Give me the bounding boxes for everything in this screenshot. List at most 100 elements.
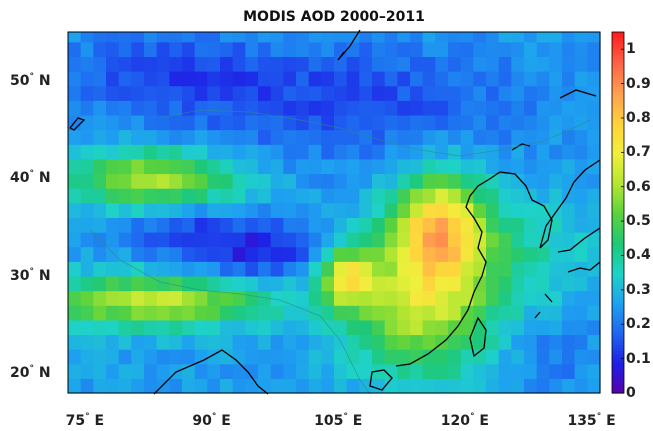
aod-cell [131, 202, 145, 218]
aod-cell [334, 232, 348, 248]
aod-cell [498, 188, 512, 204]
aod-cell [93, 334, 107, 350]
aod-cell [80, 217, 94, 233]
aod-cell [511, 188, 525, 204]
colorbar-segment [612, 179, 624, 184]
aod-cell [359, 100, 373, 116]
aod-cell [422, 334, 436, 350]
aod-cell [498, 305, 512, 321]
aod-cell [334, 144, 348, 160]
aod-cell [536, 202, 550, 218]
aod-cell [334, 290, 348, 306]
aod-cell [258, 144, 272, 160]
aod-cell [435, 275, 449, 292]
aod-cell [296, 319, 310, 336]
aod-cell [422, 378, 436, 394]
aod-cell [207, 56, 221, 72]
aod-cell [359, 349, 373, 365]
aod-cell [308, 378, 322, 394]
aod-cell [182, 114, 196, 131]
aod-cell [511, 114, 525, 131]
aod-cell [106, 114, 120, 131]
aod-cell [574, 305, 588, 321]
aod-cell [536, 275, 550, 292]
aod-cell [156, 41, 170, 57]
aod-cell [169, 275, 183, 292]
aod-cell [131, 363, 145, 379]
aod-cell [524, 173, 538, 189]
colorbar-segment [612, 107, 624, 111]
aod-cell [207, 319, 221, 336]
colorbar-segment [612, 278, 624, 283]
aod-cell [536, 217, 550, 233]
aod-cell [372, 56, 386, 72]
colorbar-segment [612, 287, 624, 292]
aod-cell [587, 114, 601, 131]
aod-cell [346, 261, 360, 277]
aod-cell [346, 32, 360, 43]
aod-cell [207, 100, 221, 116]
aod-cell [118, 56, 132, 72]
aod-cell [410, 319, 424, 336]
colorbar-segment [612, 245, 624, 250]
aod-cell [524, 334, 538, 350]
aod-cell [372, 378, 386, 394]
longitude-label: 75° E [65, 412, 105, 429]
aod-cell [207, 261, 221, 277]
colorbar-segment [612, 320, 624, 325]
aod-cell [536, 114, 550, 131]
colorbar-segment [612, 284, 624, 289]
aod-cell [220, 32, 234, 43]
aod-cell [207, 173, 221, 189]
aod-cell [106, 232, 120, 248]
aod-cell [549, 100, 563, 116]
liaodong-korea-coast [487, 171, 553, 249]
aod-cell [524, 85, 538, 101]
aod-cell [258, 275, 272, 292]
aod-cell [397, 305, 411, 321]
aod-cell [549, 144, 563, 160]
aod-cell [118, 85, 132, 101]
aod-cell [118, 129, 132, 145]
aod-cell [397, 378, 411, 394]
aod-cell [270, 319, 284, 336]
aod-cell [68, 246, 82, 262]
aod-cell [562, 56, 576, 72]
aod-cell [144, 305, 158, 321]
aod-cell [346, 158, 360, 175]
aod-cell [131, 319, 145, 336]
mongolia-border [159, 109, 591, 157]
aod-cell [93, 71, 107, 87]
aod-cell [131, 188, 145, 204]
aod-cell [232, 232, 246, 248]
colorbar-segment [612, 347, 624, 352]
aod-cell [245, 188, 259, 204]
aod-cell [422, 71, 436, 87]
aod-cell [131, 290, 145, 306]
aod-cell [536, 378, 550, 394]
aod-cell [232, 246, 246, 262]
aod-cell [549, 275, 563, 292]
aod-cell [524, 246, 538, 262]
aod-cell [562, 349, 576, 365]
aod-cell [308, 144, 322, 160]
aod-cell [321, 232, 335, 248]
colorbar-segment [612, 350, 624, 355]
colorbar-segment [612, 182, 624, 187]
aod-cell [270, 144, 284, 160]
colorbar-segment [612, 89, 624, 93]
aod-cell [156, 56, 170, 72]
aod-cell [118, 275, 132, 292]
aod-cell [283, 261, 297, 277]
aod-cell [384, 261, 398, 277]
aod-cell [169, 129, 183, 145]
aod-cell [106, 188, 120, 204]
aod-cell [270, 305, 284, 321]
aod-cell [308, 232, 322, 248]
colorbar-segment [612, 341, 624, 346]
aod-cell [486, 56, 500, 72]
aod-cell [397, 232, 411, 248]
latitude-label: 30° N [10, 266, 51, 284]
aod-cell [448, 217, 462, 233]
aod-cell [321, 32, 335, 43]
